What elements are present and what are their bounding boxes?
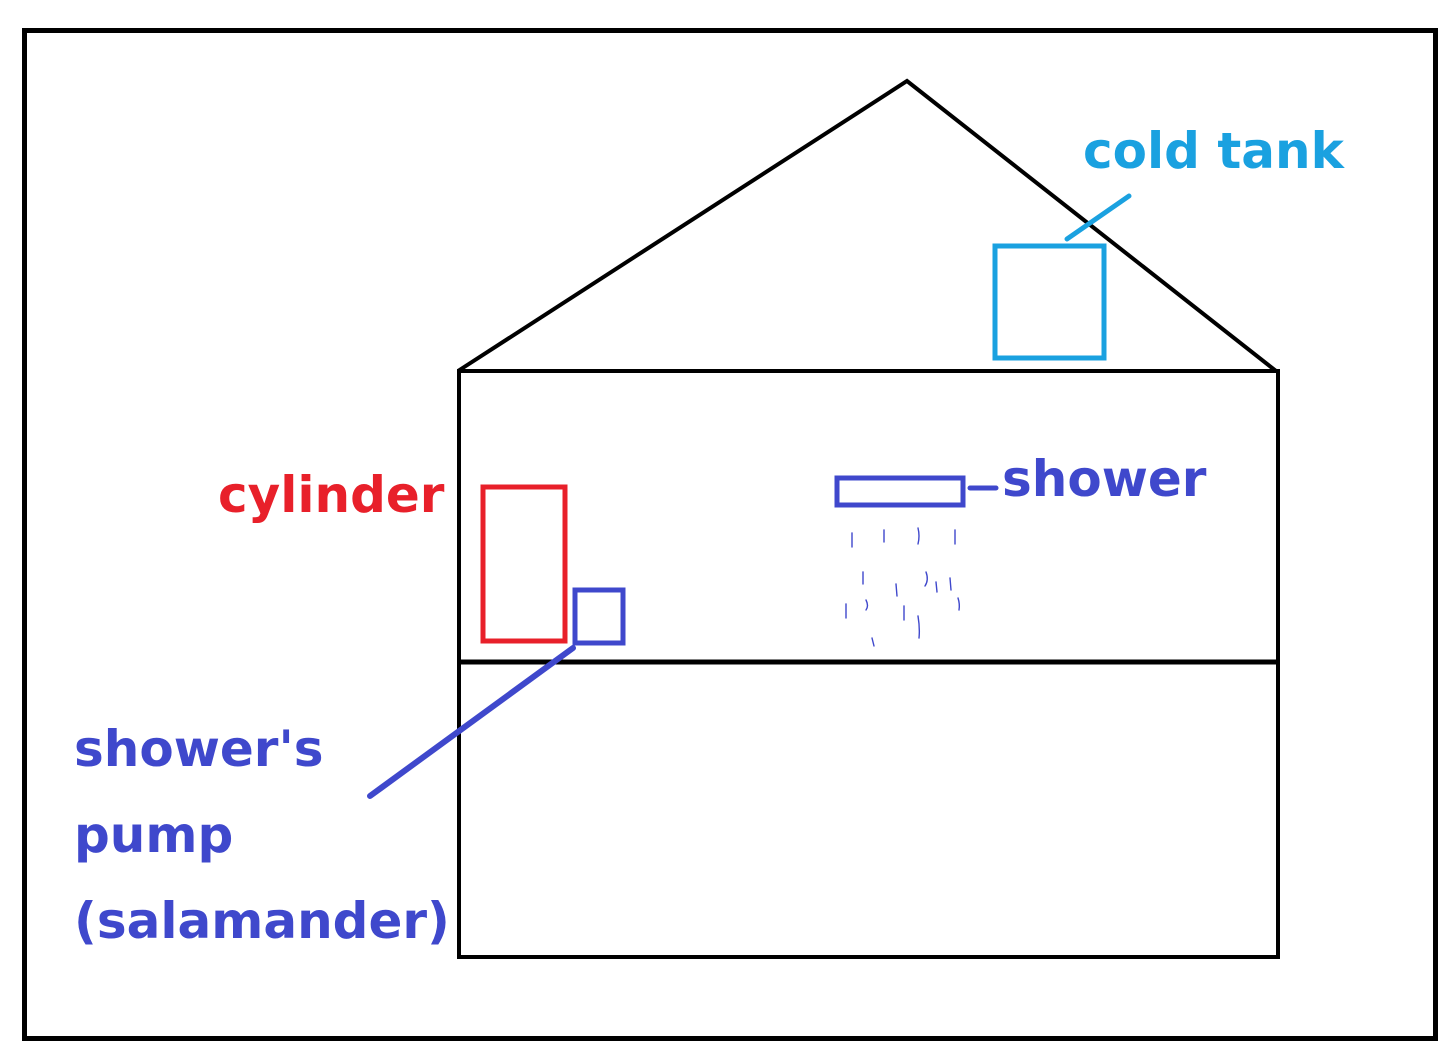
roof [456, 78, 1278, 373]
pump-box [572, 587, 626, 646]
water-drops [845, 527, 961, 647]
pump-label: shower's pump (salamander) [74, 706, 450, 964]
lower-floor [457, 660, 1280, 959]
pump-label-line-3: (salamander) [74, 892, 450, 950]
pump-leader [367, 645, 576, 799]
cylinder-label: cylinder [218, 466, 445, 524]
cylinder-box [480, 484, 568, 644]
pump-label-line-2: pump [74, 806, 234, 864]
cold-tank-leader [1064, 193, 1132, 242]
cold-tank-label: cold tank [1083, 122, 1344, 180]
cold-tank-box [992, 243, 1107, 361]
pump-label-line-1: shower's [74, 720, 324, 778]
shower-label: shower [1002, 450, 1207, 508]
shower-head [834, 475, 966, 508]
upper-floor [457, 369, 1280, 664]
outer-frame [22, 28, 1438, 1041]
